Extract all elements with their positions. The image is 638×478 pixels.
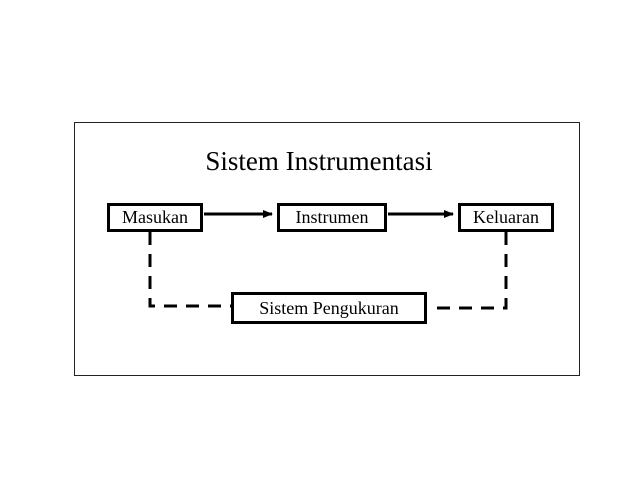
node-instrument: Instrumen (277, 203, 387, 232)
diagram-frame (74, 122, 580, 376)
dashed-link-input-to-measurement (148, 232, 231, 308)
node-measurement-system: Sistem Pengukuran (231, 292, 427, 324)
dashed-link-output-to-measurement (428, 232, 508, 310)
diagram-title: Sistem Instrumentasi (205, 146, 433, 176)
node-output: Keluaran (458, 203, 554, 232)
node-input: Masukan (107, 203, 203, 232)
